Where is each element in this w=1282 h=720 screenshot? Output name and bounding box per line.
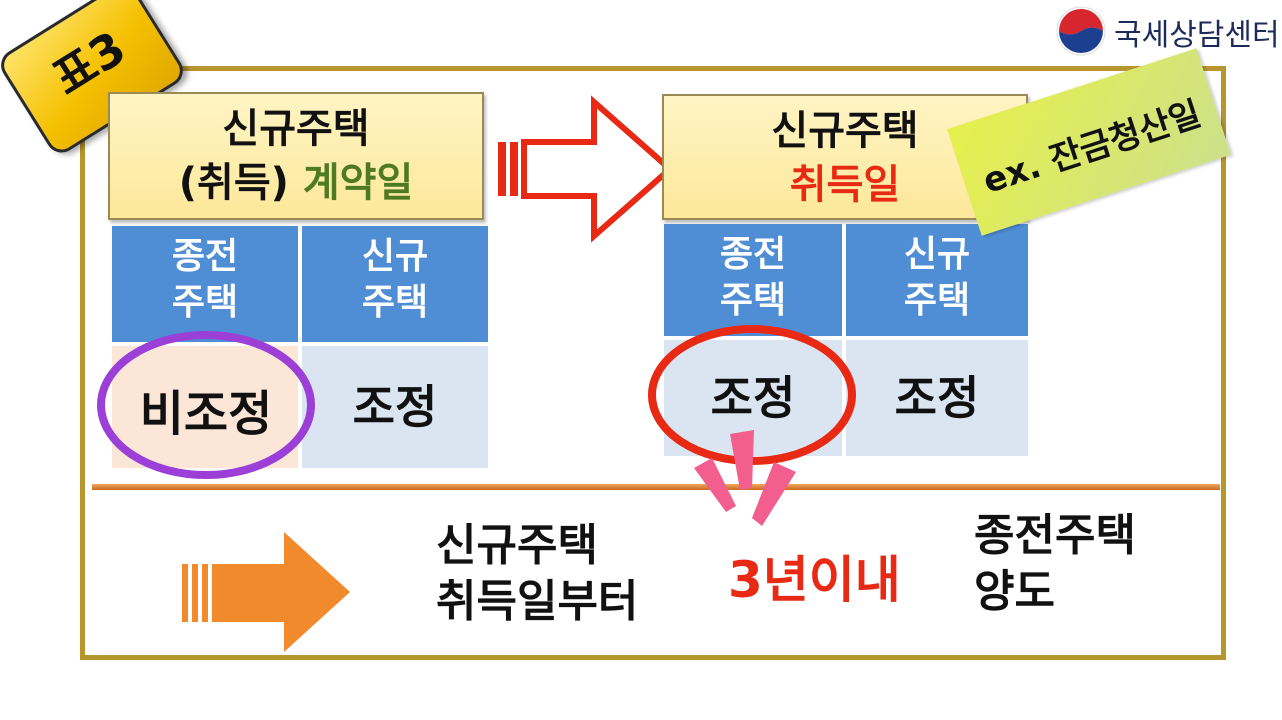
left-col2-header-line2: 주택 [361,282,429,323]
right-header-highlight: 취득일 [789,162,901,208]
left-header-prefix: (취득) [178,160,303,206]
bottom-arrow-icon [182,532,350,652]
right-col2-value: 조정 [894,371,980,425]
left-header: 신규주택 (취득) 계약일 [108,92,484,220]
right-col2-header-line2: 주택 [903,280,971,321]
bottom-to-line1: 종전주택 [974,510,1136,561]
logo-text: 국세상담센터 [1114,18,1280,53]
section-divider [92,484,1220,490]
left-col1-value: 비조정 [139,386,273,442]
left-col1-value-cell [112,346,298,468]
left-col1-header: 종전 주택 [112,226,298,342]
left-header-highlight: 계약일 [302,160,414,206]
left-header-line1: 신규주택 [222,106,370,152]
bottom-from-line2: 취득일부터 [436,576,639,627]
right-col1-header-line1: 종전 [719,234,787,275]
right-col1-header: 종전 주택 [664,224,842,336]
left-header-line2: (취득) 계약일 [110,156,482,210]
right-col2-header: 신규 주택 [846,224,1028,336]
left-col2-header-line1: 신규 [361,236,429,277]
bottom-from-line1: 신규주택 [436,520,598,571]
right-arrow-icon [498,95,675,243]
government-emblem-icon [1056,6,1106,56]
right-header-line1: 신규주택 [771,108,919,154]
right-col2-value-cell: 조정 [846,340,1028,456]
bottom-from-text: 신규주택 취득일부터 [436,518,638,630]
left-col2-header: 신규 주택 [302,226,488,342]
bottom-to-text: 종전주택 양도 [974,508,1136,620]
left-col1-header-line1: 종전 [171,236,239,277]
right-col2-header-line1: 신규 [903,234,971,275]
left-col2-value: 조정 [352,380,438,434]
right-col1-value: 조정 [710,371,796,425]
bottom-within-text: 3년이내 [728,551,901,609]
left-col2-value-cell: 조정 [302,346,488,468]
right-col1-header-line2: 주택 [719,280,787,321]
purple-circle-highlight [97,331,315,479]
bottom-to-line2: 양도 [974,566,1055,617]
emphasis-burst-icon [694,430,796,526]
left-col1-header-line2: 주택 [171,282,239,323]
